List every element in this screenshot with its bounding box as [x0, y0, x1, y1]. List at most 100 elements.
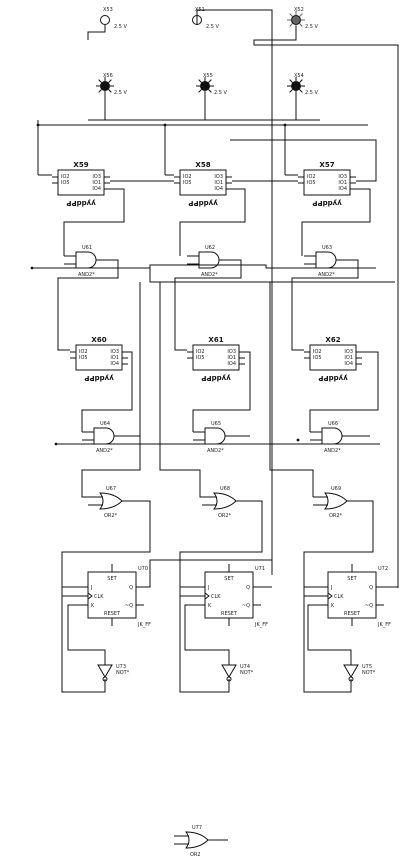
pin-label: IO5	[61, 180, 70, 186]
pin-label: IO5	[307, 180, 316, 186]
pin-label: IO5	[196, 355, 205, 361]
ff-qn-label: ~Q	[242, 603, 250, 609]
ff-q-label: Q	[129, 585, 133, 591]
or-gate-icon	[324, 492, 348, 510]
ff-set-label: SET	[107, 576, 117, 582]
wire	[230, 139, 377, 182]
lamp-off-icon	[100, 15, 110, 25]
ff-j-label: J	[90, 585, 92, 591]
wire	[179, 188, 246, 256]
pin-label: IO2	[79, 349, 88, 355]
gate-type-label: OR2*	[218, 513, 232, 519]
lamp-ray	[299, 23, 303, 27]
module-part-label: yyddPP	[201, 374, 230, 382]
module-ref-label: X57	[319, 161, 334, 169]
wire	[81, 351, 133, 432]
module-part-label: yyddPP	[312, 199, 341, 207]
pin-label: IO3	[338, 174, 347, 180]
pin-label: IO3	[92, 174, 101, 180]
wire	[291, 259, 359, 351]
wire	[303, 587, 352, 693]
gate-ref-label: U62	[205, 245, 215, 251]
wire	[179, 500, 263, 588]
ff-clk-label: CLK	[211, 594, 221, 600]
inv-type-label: NOT*	[240, 670, 254, 676]
ff-type-label: JK_FF	[377, 622, 391, 628]
source-ref-label: X52	[294, 7, 304, 13]
pin-label: IO2	[183, 174, 192, 180]
junction-dot	[163, 123, 167, 127]
source-value-label: 2.5 V	[305, 90, 319, 96]
or-gate-icon	[213, 492, 237, 510]
pin-label: IO5	[183, 180, 192, 186]
pin-label: IO5	[313, 355, 322, 361]
pin-label: IO2	[61, 174, 70, 180]
ff-reset-label: RESET	[344, 611, 361, 617]
ff-qn-label: ~Q	[125, 603, 133, 609]
not-gate-icon	[343, 664, 359, 678]
pin-label: IO2	[196, 349, 205, 355]
source-x54[interactable]: X54 2.5 V	[287, 73, 319, 96]
ff-type-label: JK_FF	[137, 622, 151, 628]
source-ref-label: X54	[294, 73, 304, 79]
gate-ref-label: U65	[211, 421, 221, 427]
pin-label: IO3	[110, 349, 119, 355]
pin-label: IO2	[307, 174, 316, 180]
gate-ref-label: U67	[106, 486, 116, 492]
gate-ref-label: U66	[328, 421, 338, 427]
wire	[301, 188, 371, 256]
ff-reset-label: RESET	[221, 611, 238, 617]
gate-ref-label: U77	[192, 825, 202, 831]
inv-ref-label: U75	[362, 664, 372, 670]
lamp-ray	[208, 79, 212, 83]
gate-type-label: AND2*	[78, 272, 95, 278]
gate-ref-label: U63	[322, 245, 332, 251]
clock-marker	[87, 592, 93, 600]
gate-type-label: AND2*	[207, 448, 224, 454]
junction-dot	[296, 438, 300, 442]
ff-set-label: SET	[224, 576, 234, 582]
module-part-label: yyddPP	[188, 199, 217, 207]
module-part-label: yyddPP	[318, 374, 347, 382]
module-ref-label: X60	[91, 336, 106, 344]
wire	[87, 25, 106, 40]
lamp-lit-icon	[291, 15, 301, 25]
pin-label: IO4	[214, 186, 223, 192]
source-ref-label: X56	[103, 73, 113, 79]
source-ref-label: X55	[203, 73, 213, 79]
wire	[192, 351, 251, 432]
gate-type-label: AND2*	[318, 272, 335, 278]
wire	[309, 351, 379, 432]
lamp-lit-icon	[100, 81, 110, 91]
pin-label: IO4	[227, 361, 236, 367]
clock-marker	[327, 592, 333, 600]
ff-clk-label: CLK	[94, 594, 104, 600]
wire	[196, 9, 273, 575]
